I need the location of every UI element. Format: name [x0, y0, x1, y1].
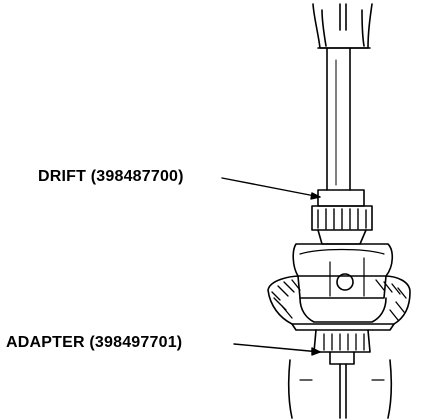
- differential-case: [292, 243, 394, 323]
- drift-leader-line: [221, 177, 321, 198]
- adapter: [313, 329, 371, 419]
- drift-bearing: [311, 189, 373, 245]
- drift-leader-arrow: [310, 192, 321, 200]
- adapter-callout-label: ADAPTER (398497701): [6, 334, 183, 351]
- base-support: [287, 359, 393, 419]
- drift-shaft: [326, 47, 351, 191]
- adapter-leader-arrow: [311, 347, 321, 356]
- drift-callout-label: DRIFT (398487700): [38, 168, 184, 185]
- ring-gear: [267, 275, 411, 331]
- press-handle: [312, 3, 373, 49]
- adapter-leader-line: [233, 343, 321, 353]
- callout-leaders: [221, 177, 321, 356]
